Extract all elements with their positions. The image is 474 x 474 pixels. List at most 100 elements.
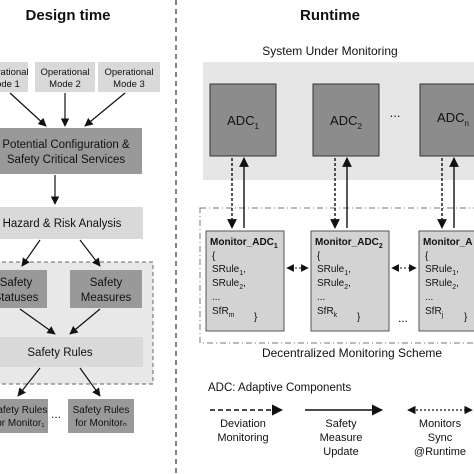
adc-1-box: ADC1 bbox=[209, 83, 277, 157]
svg-text:ADC1: ADC1 bbox=[227, 113, 259, 131]
scheme-label: Decentralized Monitoring Scheme bbox=[262, 346, 442, 360]
monitor-1-rule1: SRule bbox=[212, 264, 240, 275]
monitor-n-rule1-sub: 1 bbox=[452, 270, 456, 277]
runtime-title: Runtime bbox=[300, 7, 360, 24]
svg-text:SRule1,: SRule1, bbox=[212, 264, 246, 277]
mode-2-line1: Operational bbox=[40, 67, 89, 78]
hazard-box: Hazard & Risk Analysis bbox=[0, 207, 143, 239]
config-box: Potential Configuration & Safety Critica… bbox=[0, 128, 142, 174]
sum-label: System Under Monitoring bbox=[262, 44, 397, 58]
measures-line1: Safety bbox=[90, 277, 123, 289]
monitor-2-sfr-sub: k bbox=[334, 312, 338, 319]
adc-n-sub: n bbox=[465, 119, 469, 128]
monitor-1-dots: ... bbox=[212, 292, 220, 303]
legend-sync-line3: @Runtime bbox=[414, 446, 466, 458]
monitor1-line2: for Monitor₁ bbox=[0, 418, 45, 429]
monitor-1-sub: 1 bbox=[274, 243, 278, 250]
monitor-2-sfr: SfR bbox=[317, 306, 334, 317]
monitor-2-dots: ... bbox=[317, 292, 325, 303]
arrow-rules-monitor1 bbox=[17, 367, 41, 397]
monitor-2-box: Monitor_ADC2 { SRule1, SRule2, ... SfRk … bbox=[310, 230, 390, 332]
adc-1-sub: 1 bbox=[255, 122, 260, 131]
adc-n-label: ADC bbox=[437, 110, 464, 125]
arrow-rules-monitorn bbox=[79, 367, 101, 397]
monitor-1-rule2-sub: 2 bbox=[239, 284, 243, 291]
monitor-2-rule1-sub: 1 bbox=[344, 270, 348, 277]
monitor-2-sub: 2 bbox=[379, 243, 383, 250]
monitor-1-sfr: SfR bbox=[212, 306, 229, 317]
arrow-measures-rules bbox=[69, 308, 101, 335]
config-line2: Safety Critical Services bbox=[7, 154, 125, 166]
svg-text:SfRk: SfRk bbox=[317, 306, 338, 319]
safety-measures-box: Safety Measures bbox=[70, 270, 142, 308]
svg-text:ADCn: ADCn bbox=[437, 110, 469, 128]
monitor-2-close: } bbox=[357, 312, 361, 323]
legend-adc-definition: ADC: Adaptive Components bbox=[208, 382, 351, 394]
svg-text:SRule1,: SRule1, bbox=[317, 264, 351, 277]
svg-text:ADC2: ADC2 bbox=[330, 113, 362, 131]
svg-text:SRule2,: SRule2, bbox=[317, 278, 351, 291]
mode-box-2: Operational Mode 2 bbox=[35, 62, 95, 92]
legend-measure-line1: Safety bbox=[325, 418, 357, 430]
safety-rules-label: Safety Rules bbox=[27, 347, 92, 359]
svg-text:SRule2,: SRule2, bbox=[425, 278, 459, 291]
arrow-statuses-rules bbox=[19, 308, 56, 335]
config-line1: Potential Configuration & bbox=[2, 139, 130, 151]
monitor-2-brace: { bbox=[317, 251, 321, 262]
monitor-n-rule2: SRule bbox=[425, 278, 453, 289]
monitor-n-rule2-sub: 2 bbox=[452, 284, 456, 291]
monitor1-line1: Safety Rules bbox=[0, 405, 47, 416]
rules-monitorn-box: Safety Rules for Monitorₙ bbox=[68, 399, 134, 433]
svg-text:SRule2,: SRule2, bbox=[212, 278, 246, 291]
arrow-hazard-statuses bbox=[21, 239, 41, 267]
monitor-n-rule1: SRule bbox=[425, 264, 453, 275]
adc-n-box: ADCn bbox=[419, 83, 474, 157]
legend-deviation-line2: Monitoring bbox=[217, 432, 268, 444]
monitor-dots: ... bbox=[398, 311, 408, 325]
design-time-title: Design time bbox=[25, 7, 110, 24]
monitor-1-sfr-sub: m bbox=[229, 312, 235, 319]
adc-2-label: ADC bbox=[330, 113, 357, 128]
mode-3-line1: Operational bbox=[104, 67, 153, 78]
output-dots: ... bbox=[51, 407, 61, 421]
mode-3-line2: Mode 3 bbox=[113, 79, 145, 90]
monitor-1-box: Monitor_ADC1 { SRule1, SRule2, ... SfRm … bbox=[205, 230, 285, 332]
legend-sync-line2: Sync bbox=[428, 432, 453, 444]
legend-sync-line1: Monitors bbox=[419, 418, 462, 430]
statuses-line1: Safety bbox=[0, 277, 33, 289]
svg-text:Monitor_ADC2: Monitor_ADC2 bbox=[315, 237, 383, 250]
monitor-2-rule2-sub: 2 bbox=[344, 284, 348, 291]
monitor-1-brace: { bbox=[212, 251, 216, 262]
monitor-1-title: Monitor_ADC bbox=[210, 237, 274, 248]
safety-statuses-box: Safety Statuses bbox=[0, 270, 47, 308]
monitor-n-dots: ... bbox=[425, 292, 433, 303]
adc-2-sub: 2 bbox=[358, 122, 363, 131]
monitor-n-box: Monitor_A { SRule1, SRule2, ... SfRj } bbox=[418, 230, 474, 332]
monitor-n-brace: { bbox=[425, 251, 429, 262]
statuses-line2: Statuses bbox=[0, 292, 39, 304]
monitor-n-title: Monitor_A bbox=[423, 237, 472, 248]
legend-measure-line2: Measure bbox=[320, 432, 363, 444]
mode-box-1: Operational Mode 1 bbox=[0, 62, 29, 92]
monitor-2-rule1: SRule bbox=[317, 264, 345, 275]
monitor-1-close: } bbox=[254, 312, 258, 323]
mode-1-line1: Operational bbox=[0, 67, 29, 78]
monitor-2-rule2: SRule bbox=[317, 278, 345, 289]
adc-2-box: ADC2 bbox=[312, 83, 380, 157]
monitorn-line2: for Monitorₙ bbox=[75, 418, 127, 429]
safety-rules-box: Safety Rules bbox=[0, 337, 143, 367]
monitorn-line1: Safety Rules bbox=[73, 405, 130, 416]
adc-1-label: ADC bbox=[227, 113, 254, 128]
svg-text:SfRm: SfRm bbox=[212, 306, 235, 319]
mode-box-3: Operational Mode 3 bbox=[98, 62, 160, 92]
adc-dots: ... bbox=[390, 105, 401, 120]
hazard-label: Hazard & Risk Analysis bbox=[3, 218, 122, 230]
svg-text:SfRj: SfRj bbox=[425, 306, 444, 319]
mode-1-line2: Mode 1 bbox=[0, 79, 20, 90]
monitor-2-title: Monitor_ADC bbox=[315, 237, 379, 248]
monitor-1-rule1-sub: 1 bbox=[239, 270, 243, 277]
monitor-n-close: } bbox=[464, 312, 468, 323]
arrow-hazard-measures bbox=[79, 239, 101, 267]
mode-2-line2: Mode 2 bbox=[49, 79, 81, 90]
